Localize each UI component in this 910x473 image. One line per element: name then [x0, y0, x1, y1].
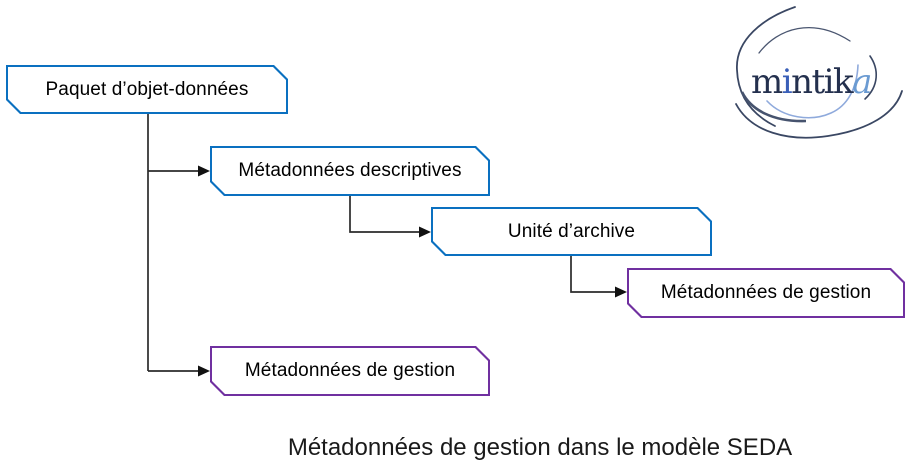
logo-letters-m: m: [751, 62, 783, 102]
node-paquet-objet-donnees: Paquet d’objet-données: [6, 65, 288, 114]
logo-arc-mid-swoosh: [740, 91, 807, 123]
arrowhead-unite: [419, 226, 431, 238]
logo-arc-outer-left: [736, 6, 796, 127]
logo-letter-a-accent: a: [852, 62, 871, 102]
node-unite-archive: Unité d’archive: [431, 207, 712, 256]
node-label: Métadonnées de gestion: [244, 360, 456, 381]
diagram-caption: Métadonnées de gestion dans le modèle SE…: [287, 434, 793, 461]
node-fill: Métadonnées descriptives: [212, 148, 488, 194]
node-label: Métadonnées descriptives: [238, 160, 462, 181]
logo-arc-outer-bottom: [735, 90, 903, 139]
node-label: Paquet d’objet-données: [45, 78, 249, 100]
mintika-logo: mintika: [735, 6, 903, 139]
logo-letters-ntik: ntik: [791, 62, 854, 102]
arrowhead-gestion-paquet: [198, 365, 210, 377]
node-fill: Paquet d’objet-données: [8, 67, 286, 112]
connector-descriptives-to-unite: [349, 196, 419, 233]
node-metadonnees-gestion-unite: Métadonnées de gestion: [627, 268, 905, 318]
logo-wordmark: mintika: [751, 62, 871, 102]
node-fill: Métadonnées de gestion: [629, 270, 903, 316]
node-fill: Unité d’archive: [433, 209, 710, 254]
node-label: Métadonnées de gestion: [660, 282, 872, 303]
logo-arc-paren: [864, 55, 877, 100]
logo-arc-inner-top: [758, 27, 851, 54]
node-metadonnees-descriptives: Métadonnées descriptives: [210, 146, 490, 196]
node-metadonnees-gestion-paquet: Métadonnées de gestion: [210, 346, 490, 396]
arrowhead-descriptives: [198, 165, 210, 177]
node-label: Unité d’archive: [507, 220, 636, 242]
connector-unite-to-gestion: [570, 256, 615, 293]
node-fill: Métadonnées de gestion: [212, 348, 488, 394]
arrowhead-gestion-unite: [615, 286, 627, 298]
logo-arc-light-blue: [766, 64, 859, 119]
